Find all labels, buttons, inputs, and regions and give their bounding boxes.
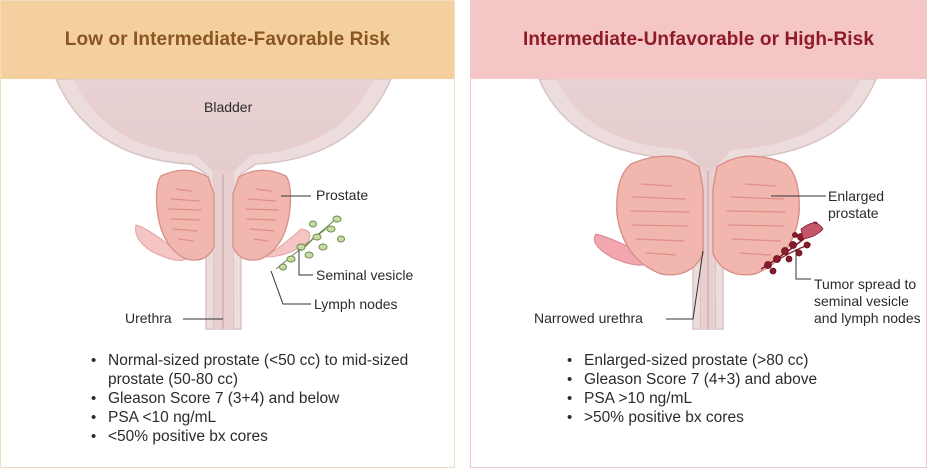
list-item: PSA >10 ng/mL <box>567 389 897 408</box>
prostate-lobe-right <box>712 155 800 276</box>
right-anatomy-illustration <box>538 79 877 330</box>
list-item: Gleason Score 7 (4+3) and above <box>567 370 897 389</box>
lymph-nodes <box>275 215 345 271</box>
left-anatomy-illustration <box>55 79 392 330</box>
label-enlarged-prostate-line2: prostate <box>828 205 879 221</box>
left-criteria-list: Normal-sized prostate (<50 cc) to mid-si… <box>91 351 421 446</box>
label-tumor-spread-line1: Tumor spread to <box>814 276 917 292</box>
list-item: Normal-sized prostate (<50 cc) to mid-si… <box>91 351 421 389</box>
label-enlarged-prostate-line1: Enlarged <box>828 188 885 204</box>
list-item: >50% positive bx cores <box>567 408 897 427</box>
label-urethra: Urethra <box>125 310 172 326</box>
label-tumor-spread-line2: seminal vesicle <box>814 293 909 309</box>
prostate-lobe-left <box>155 169 215 261</box>
right-panel-high-risk: Intermediate-Unfavorable or High-Risk <box>470 0 927 468</box>
seminal-vesicle-left <box>135 224 187 261</box>
list-item: Enlarged-sized prostate (>80 cc) <box>567 351 897 370</box>
right-criteria-list: Enlarged-sized prostate (>80 cc) Gleason… <box>567 351 897 427</box>
prostate-texture <box>168 188 279 242</box>
label-seminal-vesicle: Seminal vesicle <box>316 267 414 283</box>
prostate-lobe-left <box>616 155 704 276</box>
list-item: PSA <10 ng/mL <box>91 408 421 427</box>
label-narrowed-urethra: Narrowed urethra <box>534 310 643 326</box>
label-prostate: Prostate <box>316 187 369 203</box>
prostate-texture <box>630 183 786 256</box>
right-panel-title: Intermediate-Unfavorable or High-Risk <box>522 29 875 50</box>
right-panel-header: Intermediate-Unfavorable or High-Risk <box>471 1 926 79</box>
tumor-spread <box>760 221 824 275</box>
prostate-lobe-right <box>232 169 292 261</box>
label-lymph-nodes: Lymph nodes <box>314 296 398 312</box>
label-bladder: Bladder <box>204 99 253 115</box>
list-item: Gleason Score 7 (3+4) and below <box>91 389 421 408</box>
seminal-vesicle-right <box>264 228 311 258</box>
left-panel-title: Low or Intermediate-Favorable Risk <box>64 29 391 50</box>
list-item: <50% positive bx cores <box>91 427 421 446</box>
left-panel-low-risk: Low or Intermediate-Favorable Risk <box>0 0 455 468</box>
label-tumor-spread-line3: and lymph nodes <box>814 310 921 326</box>
left-panel-header: Low or Intermediate-Favorable Risk <box>1 1 454 79</box>
